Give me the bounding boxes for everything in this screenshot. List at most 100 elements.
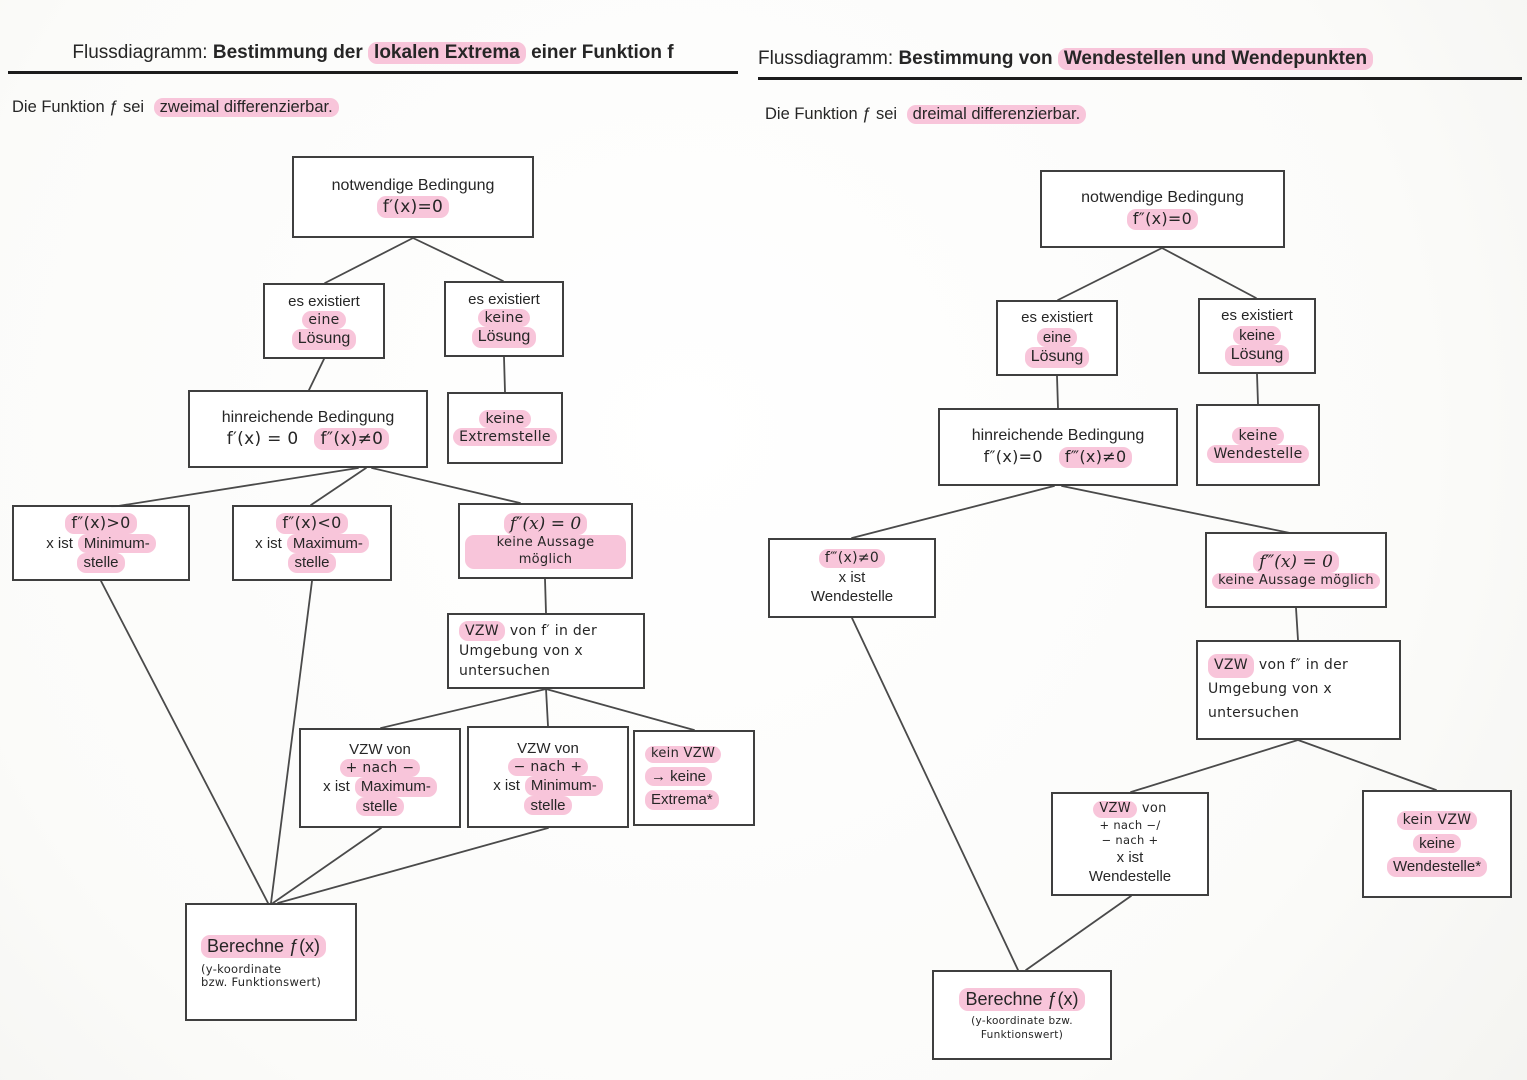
r-necessary-formula: f″(x)=0 <box>1126 209 1199 230</box>
r-wendestelle-xist: x ist <box>838 568 866 586</box>
vzw-mp-line1: VZW von <box>517 739 579 757</box>
maximum-stelle: stelle <box>288 553 336 573</box>
left-subtitle-highlight: zweimal differenzierbar. <box>153 98 339 117</box>
no-extremum-keine: keine <box>479 409 531 428</box>
r-wendestelle-word: Wendestelle <box>810 588 894 606</box>
left-box-no-vzw: kein VZW → keine Extrema* <box>633 730 755 826</box>
minimum-pre: x ist <box>46 534 73 552</box>
vzw-check-hl: VZW <box>459 620 505 641</box>
vzw-pm-stelle: stelle <box>356 796 404 817</box>
right-title-prefix: Flussdiagramm: <box>758 48 894 69</box>
vzw-mp-change: − nach + <box>507 758 589 777</box>
right-box-solution-exists: es existiert eine Lösung <box>996 300 1118 376</box>
maximum-pre: x ist <box>255 534 282 552</box>
r-sufficient-label: hinreichende Bedingung <box>971 427 1145 445</box>
left-box-compute: Berechne ƒ(x) (y-koordinate bzw. Funktio… <box>185 903 357 1021</box>
vzw-pm-word: Maximum- <box>354 777 437 797</box>
no-vzw-line1: kein VZW <box>645 746 722 763</box>
left-title-bold2: einer Funktion f <box>531 42 674 63</box>
no-solution-line: es existiert <box>468 290 540 308</box>
compute-note2: bzw. Funktionswert) <box>201 975 322 990</box>
vzw-check-rest: von f′ in der <box>509 622 598 639</box>
left-box-no-statement: f″(x) = 0 keine Aussage möglich <box>458 503 633 579</box>
no-statement-formula: f″(x) = 0 <box>503 513 588 536</box>
r-vzw-change-line3: − nach + <box>1101 832 1159 847</box>
left-title-highlight: lokalen Extrema <box>368 42 526 64</box>
r-no-wendestelle-word: Wendestelle <box>1207 445 1309 464</box>
left-chart-title: Flussdiagramm: Bestimmung der lokalen Ex… <box>8 42 738 74</box>
r-vzw-check-rest: von f″ in der <box>1258 657 1349 674</box>
r-no-statement-formula: f‴(x) = 0 <box>1253 550 1339 573</box>
r-vzw-check-line3: untersuchen <box>1208 704 1300 721</box>
vzw-pm-change: + nach − <box>339 759 421 778</box>
solution-exists-line: es existiert <box>288 292 360 310</box>
sufficient-formula-1: f′(x) = 0 <box>226 429 299 450</box>
right-subtitle-highlight: dreimal differenzierbar. <box>906 105 1087 124</box>
r-vzw-change-rest: von <box>1141 801 1167 817</box>
r-compute-note: (y-koordinate bzw. Funktionswert) <box>971 1015 1073 1041</box>
vzw-mp-pre: x ist <box>493 777 520 795</box>
right-box-compute: Berechne ƒ(x) (y-koordinate bzw. Funktio… <box>932 970 1112 1060</box>
left-box-necessary-condition: notwendige Bedingung f′(x)=0 <box>292 156 534 238</box>
solution-exists-loesung: Lösung <box>291 329 357 351</box>
r-no-wendestelle-keine: keine <box>1232 426 1284 445</box>
minimum-word: Minimum- <box>77 533 156 554</box>
no-solution-loesung: Lösung <box>471 327 537 349</box>
no-solution-keine: keine <box>478 309 530 328</box>
left-title-prefix: Flussdiagramm: <box>72 42 208 63</box>
right-subtitle-pre: Die Funktion ƒ sei <box>765 105 898 123</box>
no-vzw-line2: → keine <box>645 766 713 787</box>
r-solution-exists-loesung: Lösung <box>1024 347 1090 368</box>
r-necessary-label: notwendige Bedingung <box>1081 189 1244 207</box>
left-box-sufficient-condition: hinreichende Bedingung f′(x) = 0 f″(x)≠0 <box>188 390 428 468</box>
r-wendestelle-formula: f‴(x)≠0 <box>818 549 886 568</box>
vzw-pm-pre: x ist <box>323 778 350 796</box>
vzw-mp-stelle: stelle <box>524 795 572 816</box>
compute-note1: (y-koordinate <box>201 961 282 976</box>
right-box-no-wendestelle: keine Wendestelle <box>1196 404 1320 486</box>
r-no-vzw-line3: Wendestelle* <box>1386 857 1488 877</box>
r-vzw-change-line2: + nach −/ <box>1099 818 1161 832</box>
r-vzw-change-hl: VZW <box>1093 801 1137 818</box>
minimum-stelle: stelle <box>77 553 125 573</box>
r-vzw-check-hl: VZW <box>1208 654 1254 679</box>
right-box-sufficient-condition: hinreichende Bedingung f″(x)=0 f‴(x)≠0 <box>938 408 1178 486</box>
r-compute-label: Berechne ƒ(x) <box>959 987 1085 1012</box>
vzw-check-line3: untersuchen <box>459 663 551 680</box>
no-statement-text: keine Aussage möglich <box>465 535 626 569</box>
r-sufficient-formula-1: f″(x)=0 <box>983 447 1043 466</box>
right-box-no-vzw: kein VZW keine Wendestelle* <box>1362 790 1512 898</box>
left-subtitle-pre: Die Funktion ƒ sei <box>12 98 145 116</box>
right-box-no-statement: f‴(x) = 0 keine Aussage möglich <box>1205 532 1387 608</box>
r-no-statement-text: keine Aussage möglich <box>1212 572 1380 590</box>
r-no-solution-line: es existiert <box>1221 307 1293 325</box>
minimum-formula: f″(x)>0 <box>65 513 137 534</box>
r-no-vzw-line1: kein VZW <box>1396 811 1478 830</box>
maximum-word: Maximum- <box>286 533 369 554</box>
r-vzw-change-word: Wendestelle <box>1088 868 1172 886</box>
sufficient-formula-2: f″(x)≠0 <box>314 428 390 451</box>
right-box-no-solution: es existiert keine Lösung <box>1198 298 1316 374</box>
right-chart-title: Flussdiagramm: Bestimmung von Wendestell… <box>758 48 1522 80</box>
left-title-bold1: Bestimmung der <box>212 42 363 63</box>
left-box-no-solution: es existiert keine Lösung <box>444 281 564 357</box>
r-sufficient-formula-2: f‴(x)≠0 <box>1058 447 1133 468</box>
maximum-formula: f″(x)<0 <box>276 513 348 534</box>
r-no-vzw-line2: keine <box>1413 833 1461 854</box>
right-title-highlight: Wendestellen und Wendepunkten <box>1057 48 1374 70</box>
left-chart-subtitle: Die Funktion ƒ sei zweimal differenzierb… <box>12 98 339 117</box>
no-extremum-extremstelle: Extremstelle <box>453 428 557 447</box>
sufficient-condition-label: hinreichende Bedingung <box>221 408 395 426</box>
left-box-no-extremum: keine Extremstelle <box>447 392 563 464</box>
necessary-condition-formula: f′(x)=0 <box>376 196 450 219</box>
r-no-solution-loesung: Lösung <box>1224 345 1290 366</box>
r-solution-exists-eine: eine <box>1036 327 1078 348</box>
